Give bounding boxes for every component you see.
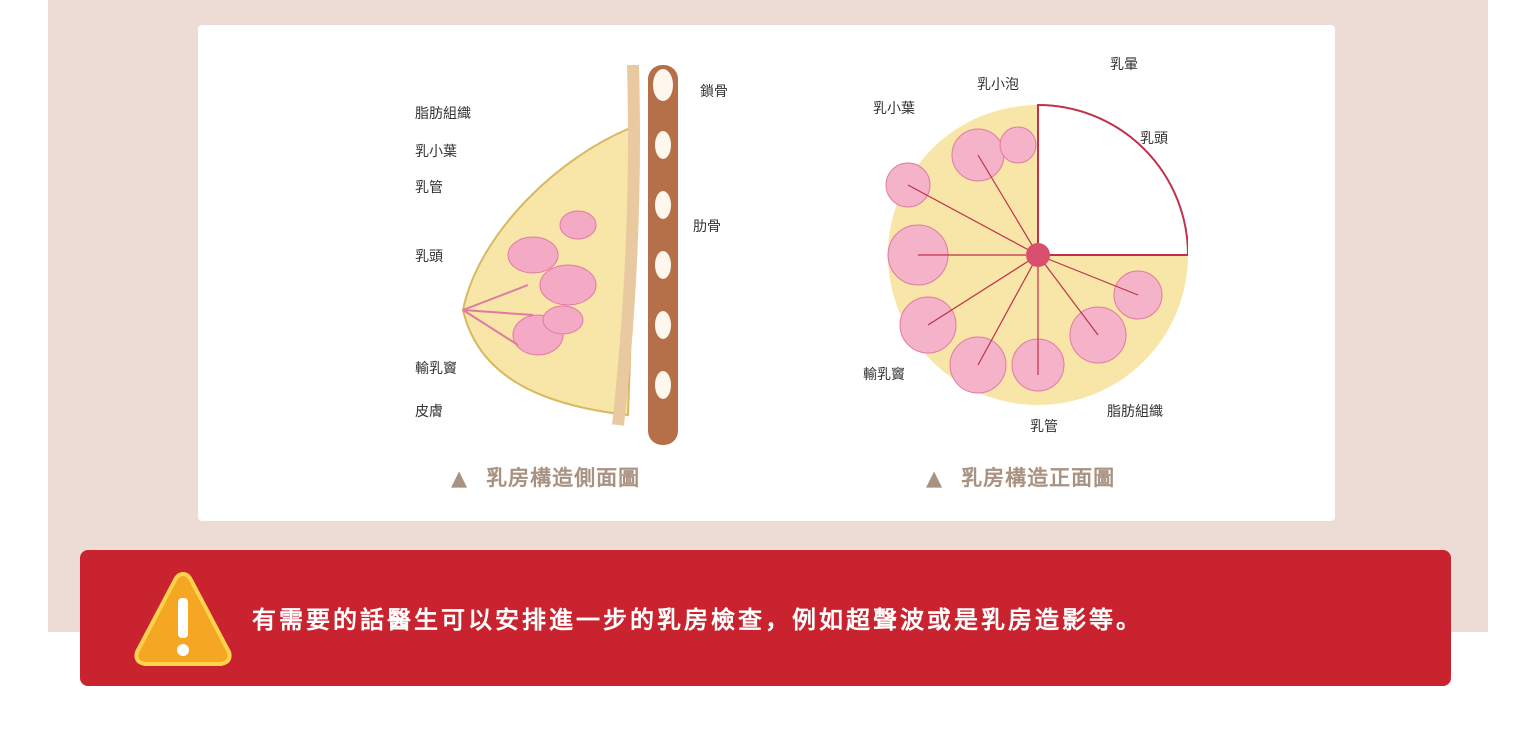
label-front-lobule: 乳小葉 [873,101,915,117]
front-view-caption: ▲ 乳房構造正面圖 [926,462,1115,492]
side-view-caption: ▲ 乳房構造側面圖 [451,462,640,492]
caption-text: 乳房構造正面圖 [961,466,1116,490]
label-front-nipple: 乳頭 [1140,131,1168,147]
label-clavicle: 鎖骨 [700,84,728,100]
caption-text: 乳房構造側面圖 [486,466,641,490]
label-sinus: 輸乳竇 [415,361,457,377]
triangle-icon: ▲ [451,466,469,490]
diagram-card: 脂肪組織 乳小葉 乳管 乳頭 輸乳竇 皮膚 鎖骨 肋骨 ▲ 乳房構造側面圖 乳小葉… [198,25,1335,521]
label-nipple: 乳頭 [415,249,443,265]
label-areola: 乳暈 [1110,57,1138,73]
notice-text: 有需要的話醫生可以安排進一步的乳房檢查，例如超聲波或是乳房造影等。 [252,606,1143,634]
notice-banner: 有需要的話醫生可以安排進一步的乳房檢查，例如超聲波或是乳房造影等。 [80,550,1451,686]
label-skin: 皮膚 [415,404,443,420]
label-front-fat: 脂肪組織 [1107,404,1163,420]
label-front-duct: 乳管 [1030,419,1058,435]
breast-side-view-image [461,64,678,445]
label-alveoli: 乳小泡 [977,77,1019,93]
label-duct: 乳管 [415,180,443,196]
triangle-icon: ▲ [926,466,944,490]
label-rib: 肋骨 [693,219,721,235]
warning-icon [134,571,232,666]
label-front-sinus: 輸乳竇 [863,367,905,383]
breast-front-view-image [885,103,1188,405]
label-fat: 脂肪組織 [415,106,471,122]
label-lobule: 乳小葉 [415,144,457,160]
